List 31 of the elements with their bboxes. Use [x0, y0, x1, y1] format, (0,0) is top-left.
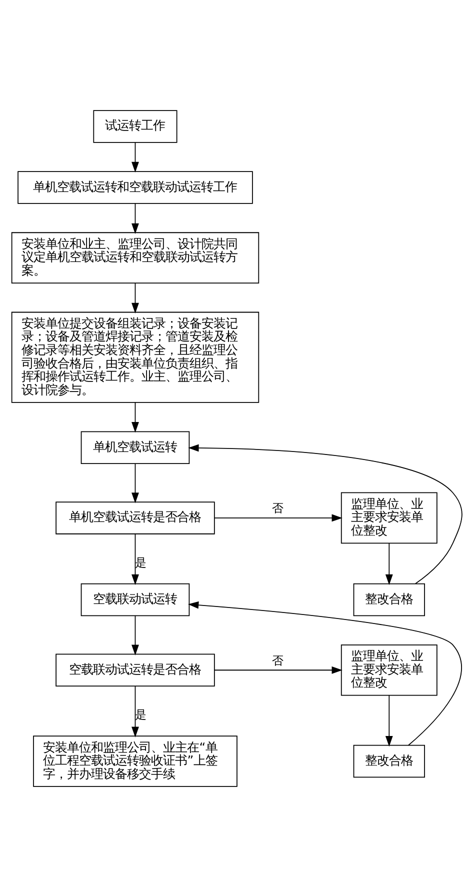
- node-box: 安装单位提交设备组装记录；设备安装记录；设备及管道焊接记录；管道安装及检修记录等相关安装资料齐全，且经监理公司验收合格后，由安装单位负责组织、指挥和操作试运转工作。业主、监理公司、设计院参与。: [11, 311, 260, 402]
- arrow: [188, 444, 462, 584]
- arrow: [132, 202, 139, 234]
- node-box: 单机空载试运转和空载联动试运转工作: [18, 170, 253, 204]
- arrow: [132, 462, 139, 503]
- node-box: 整改合格: [353, 744, 425, 778]
- node-box: 安装单位和监理公司、业主在“单位工程空载试运转验收证书”上签字，并办理设备移交手续: [33, 735, 238, 786]
- node-box: 单机空载试运转: [80, 430, 190, 464]
- arrow: [132, 532, 139, 584]
- edge-label: 否: [272, 500, 284, 515]
- edge-label: 是: [134, 555, 147, 570]
- arrow: [132, 614, 139, 655]
- arrow: [132, 282, 139, 314]
- node-box: 单机空载试运转是否合格: [56, 501, 215, 534]
- node-box: 监理单位、业主要求安装单位整改: [340, 492, 438, 544]
- node-box: 空载联动试运转是否合格: [56, 653, 215, 686]
- node-box: 空载联动试运转: [80, 582, 190, 616]
- arrow: [385, 542, 393, 584]
- arrow: [132, 142, 139, 172]
- node-box: 整改合格: [353, 582, 425, 616]
- arrow: [132, 685, 139, 737]
- arrow: [385, 694, 393, 746]
- edge-label: 是: [134, 707, 147, 722]
- arrow: [132, 402, 139, 432]
- arrow: [214, 514, 342, 522]
- node-box: 试运转工作: [93, 110, 178, 142]
- arrow: [188, 600, 462, 746]
- node-box: 安装单位和业主、监理公司、设计院共同议定单机空载试运转和空载联动试运转方案。: [11, 232, 260, 283]
- node-box: 监理单位、业主要求安装单位整改: [340, 644, 438, 696]
- arrow: [214, 666, 342, 674]
- edge-label: 否: [272, 652, 284, 667]
